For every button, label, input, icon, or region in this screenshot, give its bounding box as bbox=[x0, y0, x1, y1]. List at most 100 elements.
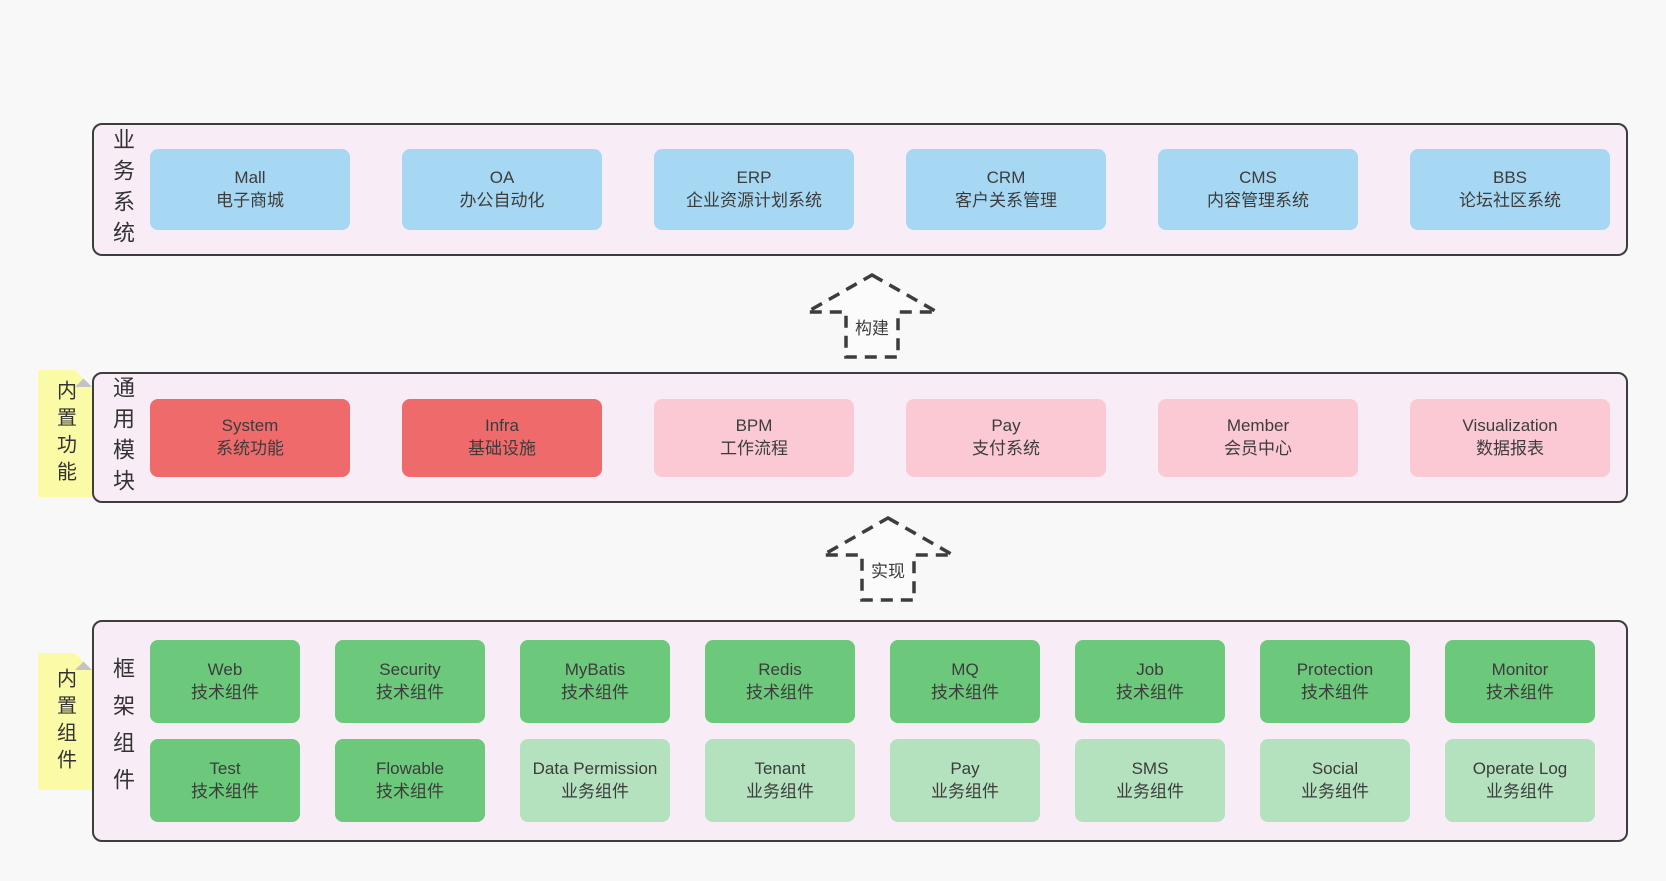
module-subtitle: 业务组件 bbox=[561, 781, 629, 801]
module-title: Security bbox=[379, 659, 441, 679]
module-title: Social bbox=[1311, 758, 1359, 778]
module-title: Mall bbox=[234, 167, 266, 187]
module-box-bpm: BPM 工作流程 bbox=[654, 398, 854, 477]
module-box-data-permission: Data Permission 业务组件 bbox=[520, 739, 670, 822]
module-title: BPM bbox=[735, 415, 773, 435]
module-box-erp: ERP 企业资源计划系统 bbox=[654, 149, 854, 230]
module-title: OA bbox=[489, 167, 515, 187]
module-box-pay: Pay 支付系统 bbox=[906, 398, 1106, 477]
module-subtitle: 企业资源计划系统 bbox=[686, 190, 822, 210]
module-subtitle: 电子商城 bbox=[216, 190, 284, 210]
band-label-business-systems: 业务系统 bbox=[110, 127, 135, 252]
module-box-test: Test 技术组件 bbox=[150, 739, 300, 822]
module-title: Infra bbox=[484, 415, 520, 435]
module-box-member: Member 会员中心 bbox=[1158, 398, 1358, 477]
module-subtitle: 工作流程 bbox=[720, 438, 788, 458]
module-subtitle: 基础设施 bbox=[468, 438, 536, 458]
module-title: SMS bbox=[1131, 758, 1169, 778]
module-box-sms: SMS 业务组件 bbox=[1075, 739, 1225, 822]
module-box-system: System 系统功能 bbox=[150, 398, 350, 477]
module-box-operate-log: Operate Log 业务组件 bbox=[1445, 739, 1595, 822]
module-title: ERP bbox=[736, 167, 772, 187]
module-subtitle: 技术组件 bbox=[1486, 682, 1554, 702]
module-title: System bbox=[221, 415, 279, 435]
sticky-note-label: 内置功能 bbox=[53, 379, 76, 488]
module-subtitle: 技术组件 bbox=[1301, 682, 1369, 702]
module-subtitle: 支付系统 bbox=[972, 438, 1040, 458]
module-title: Visualization bbox=[1462, 415, 1558, 435]
module-box-crm: CRM 客户关系管理 bbox=[906, 149, 1106, 230]
module-title: Monitor bbox=[1491, 659, 1549, 679]
band-common-modules: 通用模块 System 系统功能 Infra 基础设施 BPM 工作流程 Pay 支付系统 Me… bbox=[92, 372, 1628, 503]
module-subtitle: 会员中心 bbox=[1224, 438, 1292, 458]
build-arrow-icon: 构建 bbox=[800, 272, 944, 359]
module-subtitle: 内容管理系统 bbox=[1207, 190, 1309, 210]
module-subtitle: 技术组件 bbox=[746, 682, 814, 702]
module-subtitle: 办公自动化 bbox=[459, 190, 545, 210]
band-business-systems: 业务系统 Mall 电子商城 OA 办公自动化 ERP 企业资源计划系统 CRM 客户关系管理… bbox=[92, 123, 1628, 256]
module-subtitle: 技术组件 bbox=[376, 781, 444, 801]
module-title: CRM bbox=[986, 167, 1026, 187]
module-box-social: Social 业务组件 bbox=[1260, 739, 1410, 822]
arrow-up-shape bbox=[816, 515, 960, 602]
module-subtitle: 技术组件 bbox=[191, 682, 259, 702]
module-title: Data Permission bbox=[532, 758, 658, 778]
module-title: Job bbox=[1136, 659, 1164, 679]
module-subtitle: 系统功能 bbox=[216, 438, 284, 458]
module-subtitle: 技术组件 bbox=[561, 682, 629, 702]
module-subtitle: 数据报表 bbox=[1476, 438, 1544, 458]
sticky-note-label: 内置组件 bbox=[53, 667, 76, 776]
module-box-mybatis: MyBatis 技术组件 bbox=[520, 640, 670, 723]
module-box-monitor: Monitor 技术组件 bbox=[1445, 640, 1595, 723]
module-box-pay: Pay 业务组件 bbox=[890, 739, 1040, 822]
module-subtitle: 技术组件 bbox=[191, 781, 259, 801]
module-title: Pay bbox=[991, 415, 1021, 435]
module-subtitle: 业务组件 bbox=[931, 781, 999, 801]
module-subtitle: 技术组件 bbox=[1116, 682, 1184, 702]
module-subtitle: 论坛社区系统 bbox=[1459, 190, 1561, 210]
module-title: MQ bbox=[951, 659, 979, 679]
module-title: Protection bbox=[1296, 659, 1374, 679]
band-content-common-modules: System 系统功能 Infra 基础设施 BPM 工作流程 Pay 支付系统 Member 会… bbox=[150, 374, 1612, 501]
module-subtitle: 业务组件 bbox=[746, 781, 814, 801]
band-label-framework-components: 框架组件 bbox=[110, 657, 135, 805]
module-title: Web bbox=[207, 659, 243, 679]
module-title: Operate Log bbox=[1472, 758, 1568, 778]
module-title: MyBatis bbox=[564, 659, 626, 679]
module-subtitle: 技术组件 bbox=[931, 682, 999, 702]
module-subtitle: 业务组件 bbox=[1486, 781, 1554, 801]
module-title: Redis bbox=[758, 659, 802, 679]
module-box-job: Job 技术组件 bbox=[1075, 640, 1225, 723]
module-subtitle: 客户关系管理 bbox=[955, 190, 1057, 210]
module-box-mq: MQ 技术组件 bbox=[890, 640, 1040, 723]
module-box-redis: Redis 技术组件 bbox=[705, 640, 855, 723]
module-title: Pay bbox=[950, 758, 980, 778]
module-title: Member bbox=[1226, 415, 1290, 435]
module-subtitle: 技术组件 bbox=[376, 682, 444, 702]
module-box-security: Security 技术组件 bbox=[335, 640, 485, 723]
implement-arrow-icon: 实现 bbox=[816, 515, 960, 602]
module-box-infra: Infra 基础设施 bbox=[402, 398, 602, 477]
module-box-web: Web 技术组件 bbox=[150, 640, 300, 723]
module-subtitle: 业务组件 bbox=[1116, 781, 1184, 801]
sticky-note-built-in-components: 内置组件 bbox=[38, 653, 92, 790]
band-label-common-modules: 通用模块 bbox=[110, 375, 135, 500]
module-subtitle: 业务组件 bbox=[1301, 781, 1369, 801]
build-arrow-label: 构建 bbox=[855, 319, 889, 338]
note-fold-corner-icon bbox=[75, 653, 92, 670]
module-title: Test bbox=[209, 758, 241, 778]
module-box-mall: Mall 电子商城 bbox=[150, 149, 350, 230]
module-box-oa: OA 办公自动化 bbox=[402, 149, 602, 230]
sticky-note-built-in-functions: 内置功能 bbox=[38, 370, 92, 497]
note-fold-corner-icon bbox=[75, 370, 92, 387]
implement-arrow-label: 实现 bbox=[871, 562, 905, 581]
module-box-visualization: Visualization 数据报表 bbox=[1410, 398, 1610, 477]
